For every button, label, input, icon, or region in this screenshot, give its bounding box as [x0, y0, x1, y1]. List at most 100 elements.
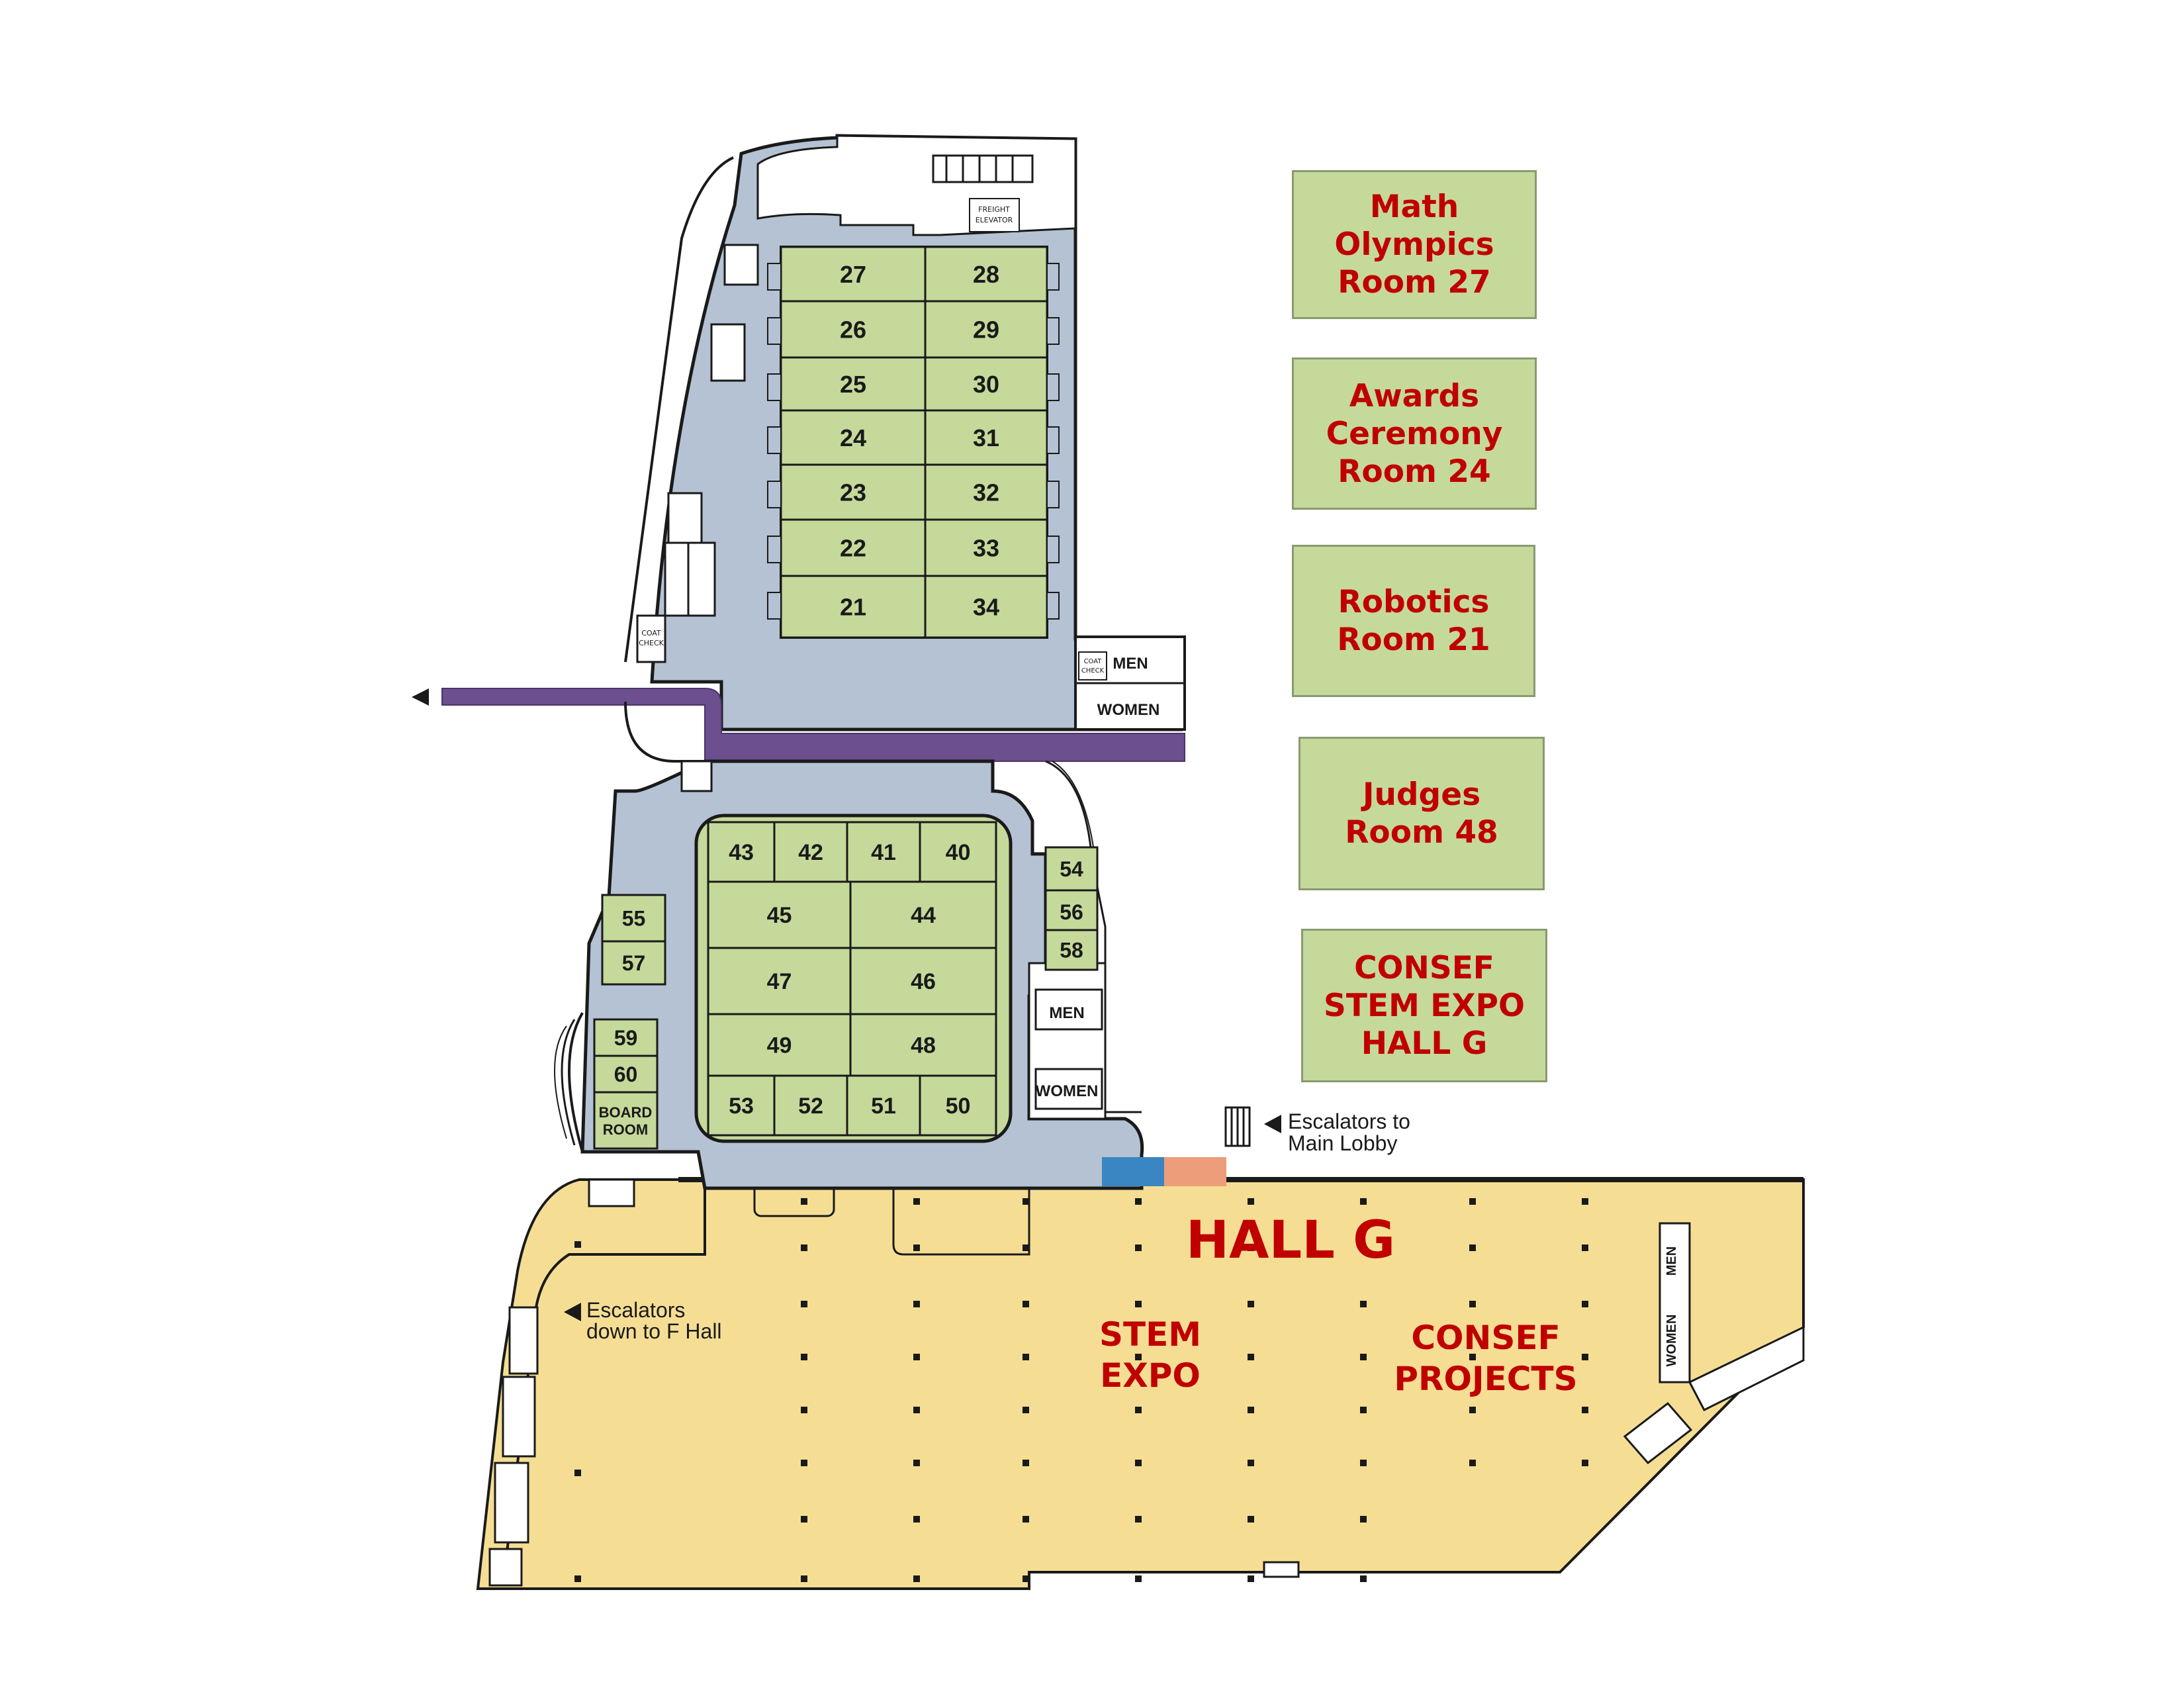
escalators-main-label: Escalators to: [1288, 1109, 1410, 1133]
room-number: 22: [840, 534, 866, 561]
room-51[interactable]: 51: [846, 1074, 921, 1137]
room-tile: [707, 1074, 776, 1137]
freight-elevator-label: FREIGHT: [978, 205, 1010, 214]
room-47[interactable]: 47: [707, 947, 852, 1015]
room-29[interactable]: 29: [924, 300, 1048, 359]
room-number: 47: [767, 969, 792, 994]
callout-awards-ceremony: Awards Ceremony Room 24: [1292, 357, 1537, 510]
room-52[interactable]: 52: [773, 1074, 848, 1137]
room-32[interactable]: 32: [924, 463, 1048, 521]
room-number: 58: [1060, 939, 1083, 962]
men-restroom-north[interactable]: MEN: [1113, 655, 1148, 673]
callout-consef-stem-expo: CONSEF STEM EXPO HALL G: [1301, 929, 1547, 1082]
room-60[interactable]: 60: [593, 1055, 659, 1094]
room-44[interactable]: 44: [849, 880, 997, 949]
room-number: 46: [911, 969, 936, 994]
room-tile: [924, 518, 1048, 577]
room-53[interactable]: 53: [707, 1074, 776, 1137]
room-21[interactable]: 21: [780, 575, 927, 639]
women-restroom-south[interactable]: WOMEN: [1036, 1082, 1099, 1100]
room-number: 42: [798, 840, 823, 865]
callout-line: STEM EXPO: [1324, 987, 1525, 1024]
room-number: 51: [871, 1094, 896, 1119]
room-tile: [593, 1055, 659, 1094]
men-restroom-hall[interactable]: MEN: [1664, 1246, 1679, 1276]
consef-projects-label: CONSEF: [1411, 1319, 1560, 1357]
escalators-main-label-2: Main Lobby: [1288, 1131, 1397, 1155]
room-25[interactable]: 25: [780, 356, 927, 412]
room-tile: [919, 821, 997, 883]
callout-line: HALL G: [1361, 1025, 1488, 1062]
room-tile: [780, 356, 927, 412]
room-tile: [924, 463, 1048, 521]
coat-check-label-east: COAT: [1084, 658, 1103, 665]
callout-math-olympics: Math Olympics Room 27: [1292, 170, 1537, 319]
room-tile: [780, 246, 927, 303]
room-number: 40: [946, 840, 971, 865]
room-number: 56: [1060, 900, 1083, 924]
room-45[interactable]: 45: [707, 880, 852, 949]
room-42[interactable]: 42: [773, 821, 848, 883]
room-43[interactable]: 43: [707, 821, 776, 883]
room-41[interactable]: 41: [846, 821, 921, 883]
room-56[interactable]: 56: [1044, 889, 1099, 935]
room-tile: [849, 1013, 997, 1077]
room-tile: [780, 518, 927, 577]
room-50[interactable]: 50: [919, 1074, 997, 1137]
room-number: 29: [973, 316, 999, 343]
room-number: 50: [946, 1094, 971, 1119]
room-number: 28: [973, 261, 999, 288]
room-tile: [593, 1018, 659, 1057]
room-tile: [780, 575, 927, 639]
room-33[interactable]: 33: [924, 518, 1048, 577]
room-54[interactable]: 54: [1044, 846, 1099, 892]
room-34[interactable]: 34: [924, 575, 1048, 639]
room-tile: [780, 409, 927, 466]
room-tile: [924, 356, 1048, 412]
room-number: 48: [911, 1033, 936, 1058]
consef-projects-label-2: PROJECTS: [1394, 1360, 1577, 1398]
room-30[interactable]: 30: [924, 356, 1048, 412]
room-tile: [601, 940, 666, 986]
callout-line: Robotics: [1338, 584, 1490, 620]
room-58[interactable]: 58: [1044, 929, 1099, 971]
orange-entrance-marker: [1164, 1157, 1226, 1186]
room-22[interactable]: 22: [780, 518, 927, 577]
room-55[interactable]: 55: [601, 894, 666, 943]
room-31[interactable]: 31: [924, 409, 1048, 466]
room-48[interactable]: 48: [849, 1013, 997, 1077]
room-tile: [773, 821, 848, 883]
room-40[interactable]: 40: [919, 821, 997, 883]
room-tile: [707, 821, 776, 883]
room-tile: [773, 1074, 848, 1137]
room-26[interactable]: 26: [780, 300, 927, 359]
room-57[interactable]: 57: [601, 940, 666, 986]
women-restroom-north[interactable]: WOMEN: [1097, 701, 1160, 719]
women-restroom-hall[interactable]: WOMEN: [1664, 1315, 1679, 1367]
callout-line: Judges: [1362, 776, 1481, 813]
room-number: 45: [767, 903, 792, 928]
room-27[interactable]: 27: [780, 246, 927, 303]
room-tile: [1044, 846, 1099, 892]
room-tile: [601, 894, 666, 943]
room-23[interactable]: 23: [780, 463, 927, 521]
men-restroom-south[interactable]: MEN: [1049, 1004, 1084, 1022]
room-number: 57: [622, 951, 646, 975]
room-28[interactable]: 28: [924, 246, 1048, 303]
hall-g-floor[interactable]: [476, 1178, 1805, 1590]
room-49[interactable]: 49: [707, 1013, 852, 1077]
room-59[interactable]: 59: [593, 1018, 659, 1057]
room-number: 33: [973, 534, 999, 561]
room-number: 49: [767, 1033, 792, 1058]
callout-line: CONSEF: [1354, 949, 1494, 986]
room-24[interactable]: 24: [780, 409, 927, 466]
room-46[interactable]: 46: [849, 947, 997, 1015]
blue-entrance-marker: [1102, 1157, 1164, 1186]
callout-line: Room 24: [1338, 453, 1491, 490]
room-number: 34: [973, 593, 999, 620]
room-tile: [849, 947, 997, 1015]
